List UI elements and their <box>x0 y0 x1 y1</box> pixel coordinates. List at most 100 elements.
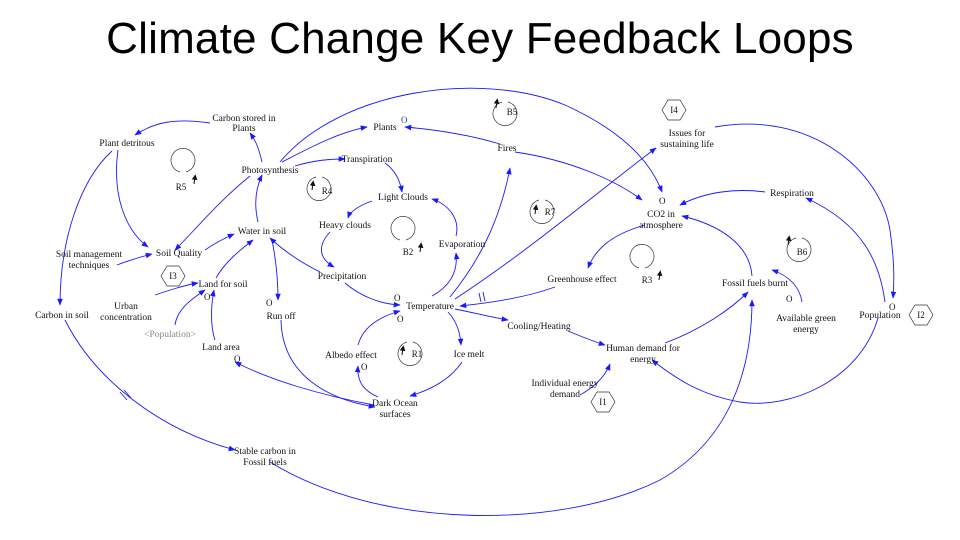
link-human-demand-to-fossil-burnt <box>664 291 749 344</box>
polarity-population: O <box>889 302 896 312</box>
link-temperature-to-fires <box>449 167 512 298</box>
polarity-land-for-soil: O <box>204 292 211 302</box>
polarity-co2: O <box>659 196 666 206</box>
link-photosynthesis-to-transpiration <box>294 156 346 167</box>
node-fires: Fires <box>498 144 517 154</box>
svg-text:I1: I1 <box>599 397 607 407</box>
node-albedo-effect: Albedo effect <box>325 350 377 361</box>
svg-text:B6: B6 <box>797 247 808 257</box>
intervention-markers: I4 I3 I2 I1 <box>160 99 934 413</box>
link-urban-to-land-soil <box>154 281 199 296</box>
loop-r7: R7 <box>529 199 556 224</box>
intervention-i4: I4 <box>661 99 687 121</box>
link-plant-detritus-to-soil-quality <box>116 149 149 248</box>
link-fires-to-co2 <box>514 151 643 201</box>
node-fossil-fuels-burnt: Fossil fuels burnt <box>722 278 788 289</box>
link-precipitation-to-water-soil <box>269 237 321 273</box>
node-photosynthesis: Photosynthesis <box>241 166 298 176</box>
node-temperature: Temperature <box>406 302 454 312</box>
link-available-green-to-fossil-burnt <box>771 269 803 303</box>
loop-markers: B5 R5 R4 R7 B2 R3 B6 <box>170 98 812 366</box>
svg-text:R7: R7 <box>545 207 556 217</box>
link-dark-ocean-to-land-area <box>234 361 375 406</box>
svg-text:B2: B2 <box>403 247 414 257</box>
link-population-ghost-to-land-soil <box>174 289 206 326</box>
link-fires-to-plants <box>404 124 501 145</box>
link-water-soil-to-photosynthesis <box>255 174 263 223</box>
loop-b2: B2 <box>390 216 424 257</box>
node-run-off: Run off <box>266 311 296 322</box>
link-population-to-human-demand <box>651 317 879 404</box>
loop-r5: R5 <box>170 148 198 192</box>
intervention-i3: I3 <box>160 265 186 287</box>
node-evaporation: Evaporation <box>439 240 486 250</box>
svg-text:R1: R1 <box>412 349 423 359</box>
link-soil-quality-to-water-soil <box>204 233 235 251</box>
polarity-albedo: O <box>361 362 368 372</box>
loop-r3: R3 <box>629 244 663 285</box>
node-land-area: Land area <box>202 343 240 353</box>
link-stable-carbon-to-fossil-burnt <box>269 299 755 516</box>
svg-text:I2: I2 <box>917 310 925 320</box>
node-plant-detritus: Plant detritous <box>99 139 154 149</box>
link-run-off-to-dark-ocean <box>280 319 376 409</box>
link-transpiration-to-light-clouds <box>384 162 404 193</box>
node-land-for-soil: Land for soil <box>198 279 247 290</box>
loop-r1: R1 <box>397 341 423 366</box>
node-ice-melt: Ice melt <box>454 350 485 360</box>
svg-text:I4: I4 <box>670 105 678 115</box>
node-transpiration: Transpiration <box>342 155 393 165</box>
link-co2-to-greenhouse <box>587 224 646 269</box>
link-greenhouse-to-temperature <box>459 286 556 309</box>
node-cooling-heating: Cooling/Heating <box>507 322 571 332</box>
intervention-i2: I2 <box>908 304 934 326</box>
link-carbon-stored-to-plant-detritus <box>134 120 211 136</box>
polarity-run-off: O <box>266 298 273 308</box>
link-fossil-burnt-to-co2 <box>681 214 753 277</box>
svg-text:I3: I3 <box>169 271 177 281</box>
link-photosynthesis-to-soil-quality <box>174 175 251 251</box>
link-dark-ocean-to-albedo <box>354 365 379 398</box>
loop-r4: R4 <box>306 176 333 201</box>
link-temperature-to-issues <box>454 147 657 300</box>
link-light-clouds-to-heavy-clouds <box>347 200 373 219</box>
link-plant-detritus-to-carbon-soil <box>57 150 113 306</box>
link-temperature-to-ice-melt <box>447 311 464 346</box>
link-evaporation-to-light-clouds <box>431 198 458 237</box>
link-population-to-respiration <box>805 197 886 303</box>
link-water-soil-to-run-off <box>271 239 281 301</box>
link-soil-mgmt-to-soil-quality <box>116 252 153 266</box>
loop-b5: B5 <box>492 98 518 126</box>
link-land-area-to-land-soil <box>210 289 216 341</box>
polarity-available-green: O <box>786 294 793 304</box>
link-carbon-soil-to-stable-carbon <box>64 319 236 452</box>
link-photosynthesis-to-co2 <box>279 87 663 193</box>
link-precipitation-to-temperature <box>344 282 401 308</box>
node-carbon-in-soil: Carbon in soil <box>35 311 89 321</box>
link-temperature-to-cooling <box>454 308 509 322</box>
link-temperature-to-evaporation <box>431 252 460 297</box>
node-population: Population <box>859 311 900 321</box>
link-cooling-to-human-demand <box>567 330 606 346</box>
intervention-i1: I1 <box>590 391 616 413</box>
node-heavy-clouds: Heavy clouds <box>319 221 371 231</box>
node-precipitation: Precipitation <box>318 272 367 282</box>
polarity-land-area: O <box>234 354 241 364</box>
node-plants: Plants <box>373 123 397 133</box>
svg-text:R3: R3 <box>642 275 653 285</box>
polarity-temperature-top: O <box>394 293 401 303</box>
node-water-in-soil: Water in soil <box>238 227 287 237</box>
polarity-markers: O O O O O O O O O O <box>204 115 896 372</box>
link-issues-to-population <box>714 123 897 299</box>
